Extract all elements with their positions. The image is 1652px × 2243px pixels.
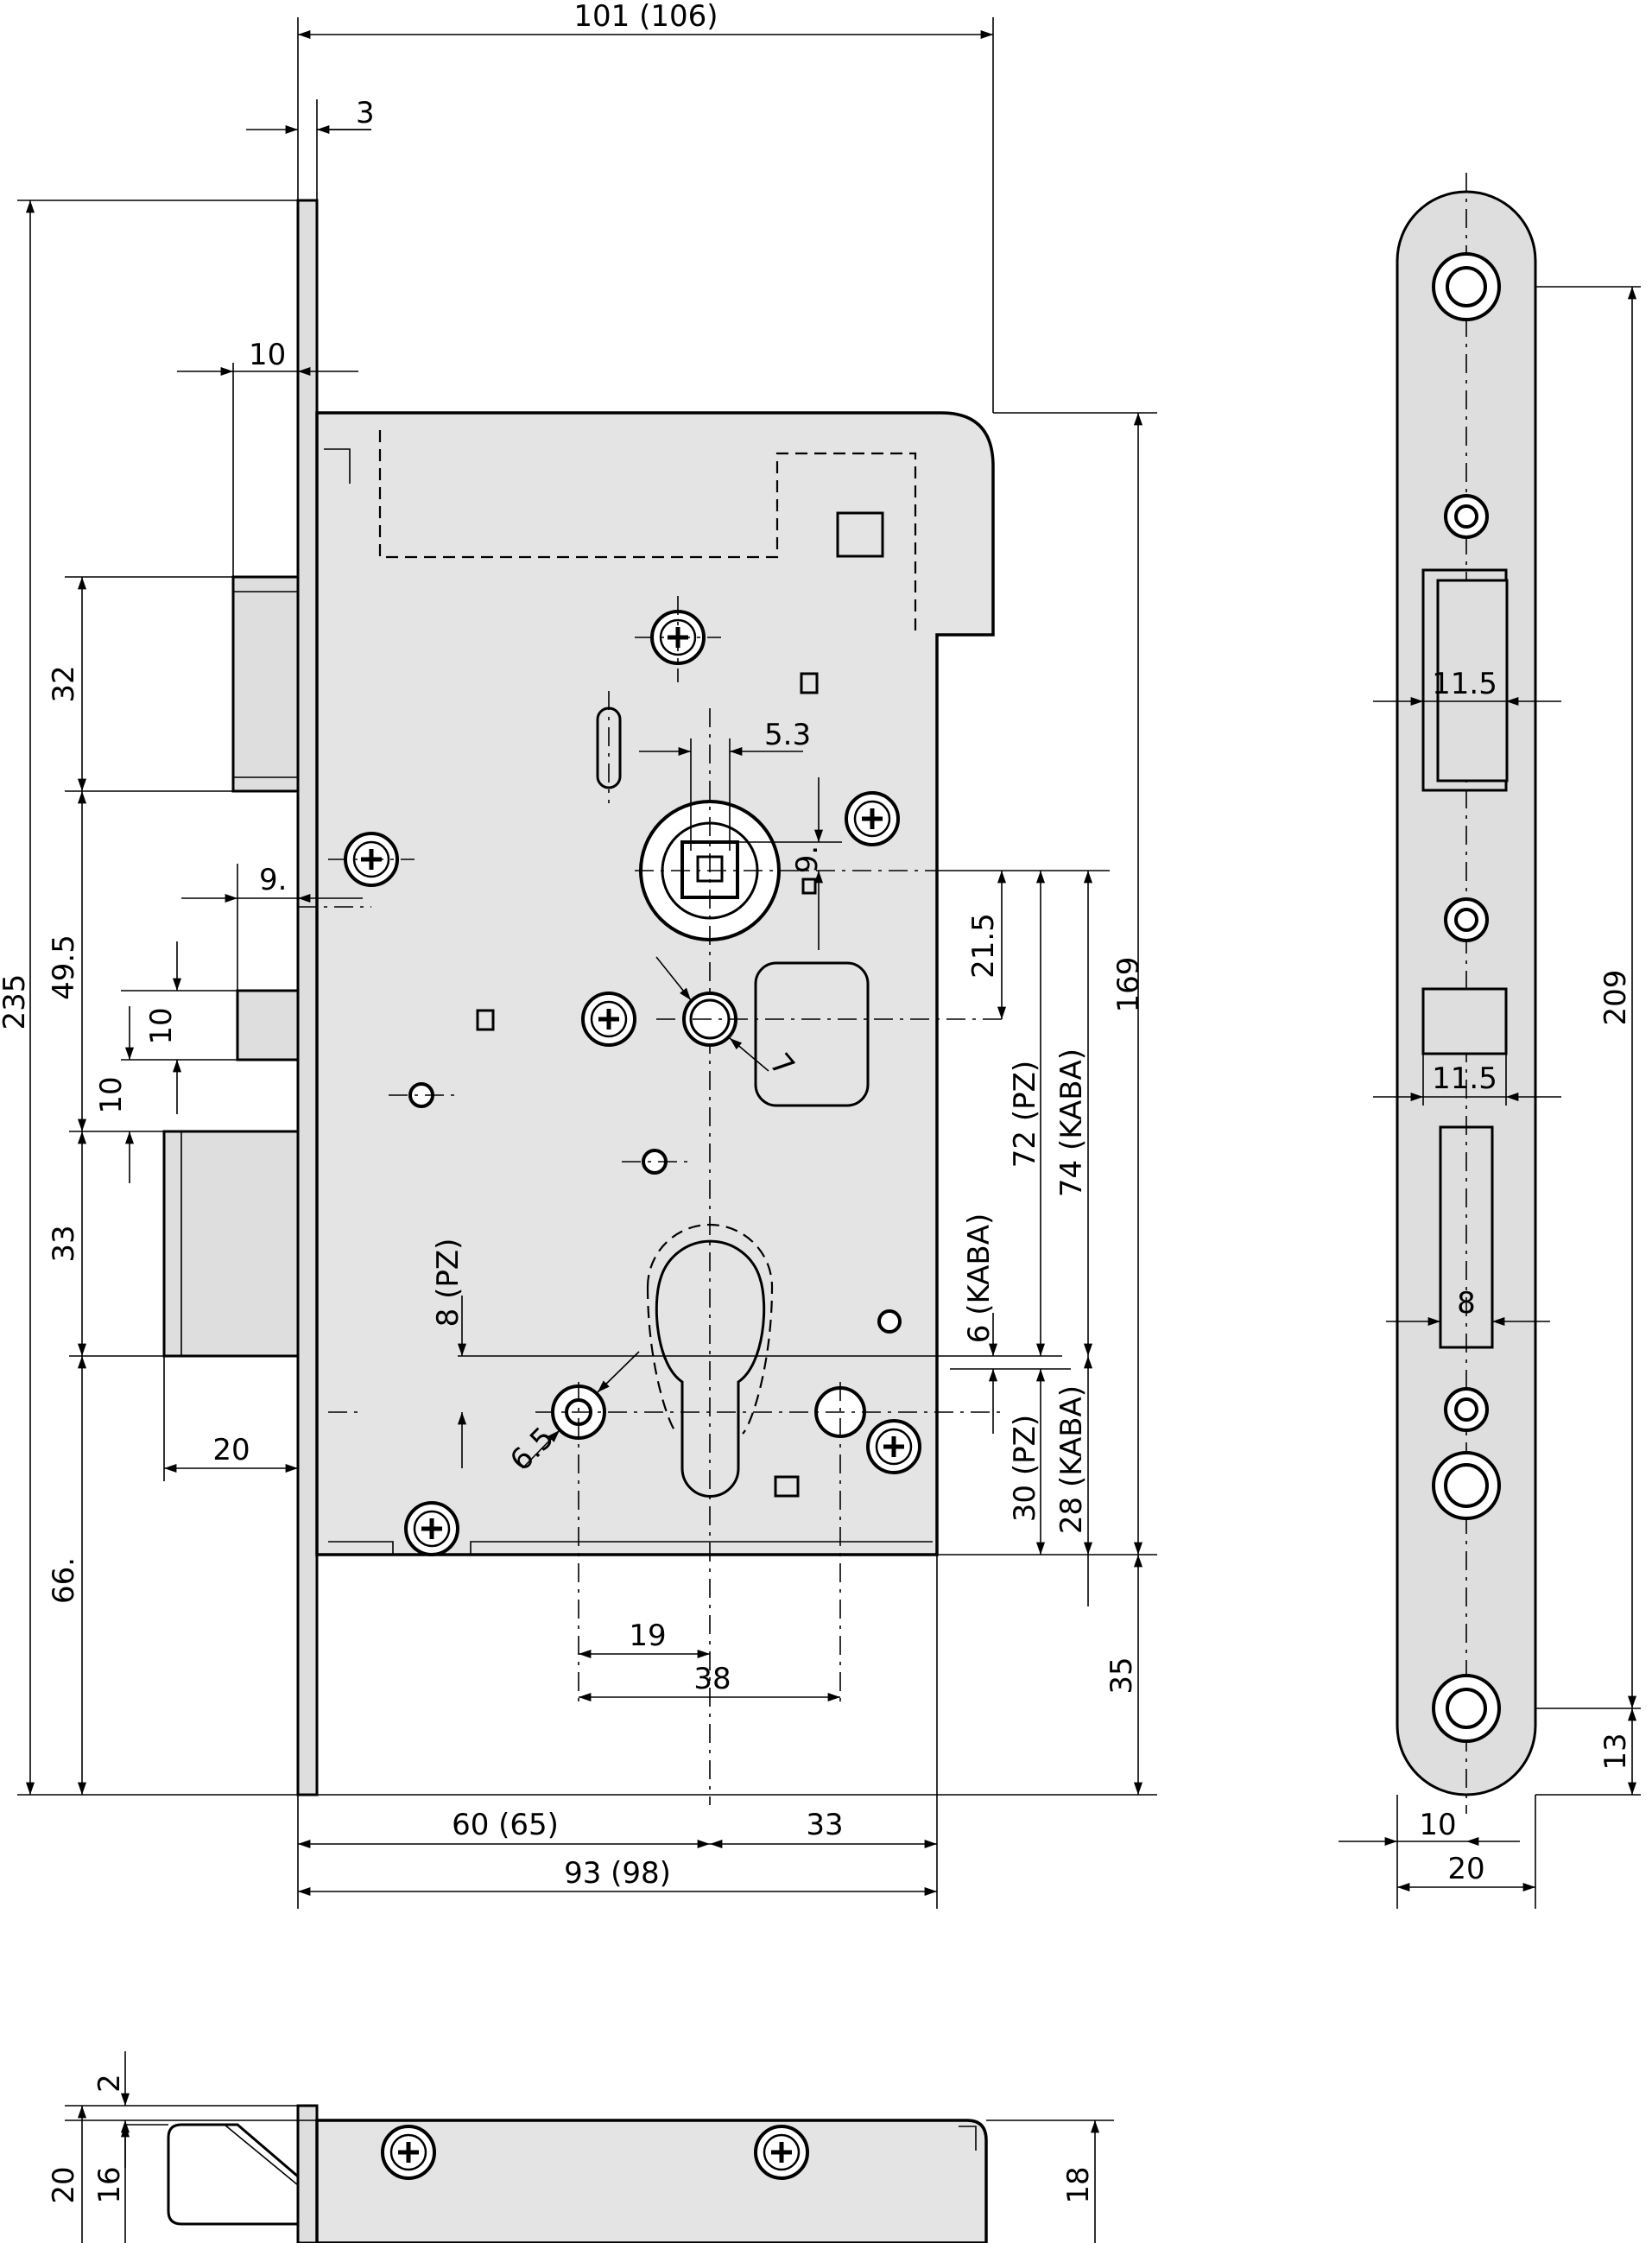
dim-side-screw-spacing: 209 — [1598, 970, 1633, 1026]
dim-cyl-to-edge: 33 — [806, 1808, 843, 1842]
dim-backset: 60 (65) — [452, 1808, 559, 1842]
dim-spindle-cyl-pz: 72 (PZ) — [1008, 1061, 1042, 1168]
dim-side-bolt-width: 11.5 — [1432, 1061, 1497, 1096]
bottom-view: 2 20 16 18 — [47, 2051, 1114, 2243]
latch-bolt — [231, 575, 300, 793]
deadbolt — [162, 1130, 300, 1358]
dim-side-strike-width: 8 — [1457, 1286, 1476, 1321]
faceplate — [296, 199, 319, 1796]
dim-bottom-plate-width: 20 — [47, 2166, 81, 2203]
dim-case-depth: 93 (98) — [564, 1856, 671, 1891]
lock-case — [315, 411, 995, 1556]
dim-screw-spacing: 38 — [693, 1662, 731, 1696]
dim-overall-height: 235 — [0, 974, 32, 1030]
dim-bottom-plate-thickness: 2 — [92, 2074, 127, 2093]
dim-deadbolt-offset-b: 10 — [94, 1076, 129, 1113]
dim-faceplate-thickness: 3 — [356, 96, 375, 130]
dim-side-plate-width: 20 — [1447, 1852, 1484, 1886]
dim-spindle-offset: 9. — [790, 846, 825, 873]
dim-cyl-pz-offset: 8 (PZ) — [431, 1239, 465, 1327]
dim-spindle-width: 5.3 — [764, 718, 811, 752]
dim-spindle-cyl-kaba: 74 (KABA) — [1054, 1049, 1089, 1197]
dim-deadbolt-throw: 20 — [212, 1433, 250, 1467]
dim-bottom-bolt-width: 16 — [92, 2166, 127, 2203]
dim-case-height: 169 — [1111, 957, 1146, 1013]
dim-latch-height: 32 — [47, 665, 81, 702]
dim-bolt-step: 9. — [259, 863, 287, 897]
dim-cyl-bottom-kaba: 28 (KABA) — [1054, 1385, 1089, 1534]
dim-forend-offset: 10 — [249, 338, 286, 372]
cylinder-profile — [646, 1223, 774, 1498]
dim-width-total: 101 (106) — [573, 0, 718, 34]
dim-side-screw-center: 10 — [1419, 1808, 1456, 1842]
dim-deadbolt-height: 33 — [47, 1225, 81, 1262]
dim-bottom-extension: 35 — [1104, 1657, 1139, 1694]
dim-latch-gap: 49.5 — [47, 935, 81, 1000]
dim-deadbolt-offset-a: 10 — [144, 1007, 179, 1044]
dim-bottom-case-width: 18 — [1061, 2166, 1096, 2203]
dim-spindle-to-pin: 21.5 — [966, 913, 1001, 979]
dim-cyl-kaba-offset: 6 (KABA) — [962, 1213, 997, 1344]
dim-side-latch-width: 11.5 — [1432, 667, 1497, 701]
dim-side-screw-to-end: 13 — [1598, 1733, 1633, 1770]
dim-bottom-to-deadbolt: 66. — [47, 1557, 81, 1604]
dim-cyl-to-screw: 19 — [629, 1619, 666, 1653]
side-view: 11.5 11.5 8 209 13 — [1339, 173, 1641, 1909]
front-view: 101 (106) 3 10 235 32 49.5 9. — [0, 0, 1157, 1909]
dim-cyl-bottom-pz: 30 (PZ) — [1008, 1415, 1042, 1522]
